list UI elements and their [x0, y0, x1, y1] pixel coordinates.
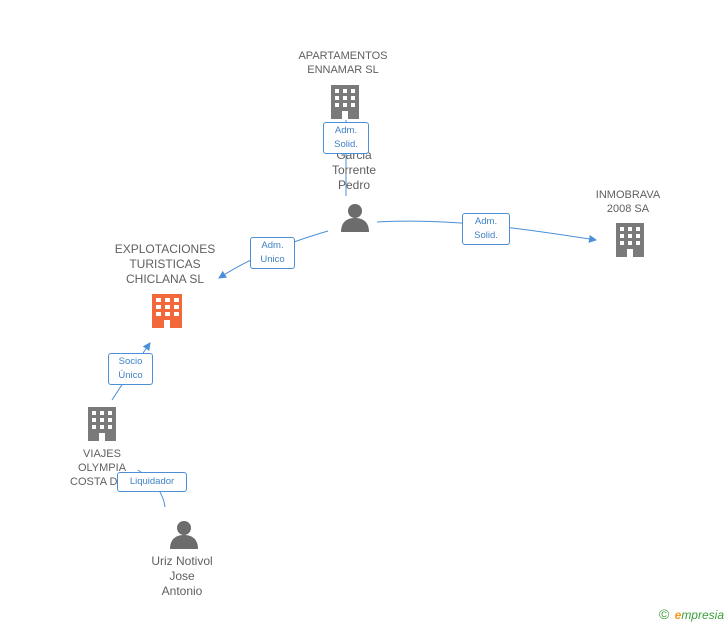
node-label-line: Torrente: [331, 163, 377, 177]
building-icon[interactable]: [331, 85, 359, 119]
node-label-inmobrava[interactable]: INMOBRAVA 2008 SA: [578, 188, 678, 216]
edge-tag-garcia-inmobrava[interactable]: Adm. Solid.: [462, 213, 510, 245]
node-label-line: ENNAMAR SL: [307, 64, 379, 76]
node-label-line: TURISTICAS: [129, 257, 201, 271]
node-label-apartamentos[interactable]: APARTAMENTOS ENNAMAR SL: [283, 49, 403, 77]
edge-tag-line: Único: [118, 370, 143, 381]
edge-tag-line: Adm.: [334, 125, 358, 136]
building-icon[interactable]: [616, 223, 644, 257]
node-label-uriz[interactable]: Uriz Notivol Jose Antonio: [132, 554, 232, 599]
brand-name: mpresia: [681, 608, 724, 622]
node-label-line: Jose: [169, 569, 195, 583]
edge-tag-uriz-viajes[interactable]: Liquidador: [117, 472, 187, 492]
copyright-symbol: ©: [658, 606, 670, 622]
node-label-garcia[interactable]: Garcia Torrente Pedro: [304, 148, 404, 193]
edge-tag-garcia-explotaciones[interactable]: Adm. Unico: [250, 237, 295, 269]
node-label-line: CHICLANA SL: [125, 272, 205, 286]
edge-tag-line: Solid.: [474, 230, 498, 241]
edge-tag-garcia-apartamentos[interactable]: Adm. Solid.: [323, 122, 369, 154]
edge-tag-line: Adm.: [474, 216, 498, 227]
node-label-line: EXPLOTACIONES: [114, 242, 216, 256]
edge-tag-line: Unico: [260, 254, 285, 265]
node-label-line: OLYMPIA: [77, 462, 127, 474]
building-icon[interactable]: [152, 294, 182, 328]
edge-tag-line: Adm.: [261, 240, 284, 251]
node-label-line: Uriz Notivol: [151, 554, 213, 568]
node-label-line: Pedro: [337, 178, 371, 192]
person-icon[interactable]: [170, 521, 198, 549]
person-icon[interactable]: [341, 204, 369, 232]
node-label-line: VIAJES: [83, 448, 121, 460]
node-label-line: Antonio: [161, 584, 203, 598]
edge-tag-line: Liquidador: [129, 476, 175, 487]
edge-tag-line: Socio: [118, 356, 143, 367]
edge-tag-viajes-explotaciones[interactable]: Socio Único: [108, 353, 153, 385]
node-label-line: INMOBRAVA: [595, 189, 661, 201]
empresia-brand[interactable]: © empresia: [659, 606, 724, 622]
building-icon[interactable]: [88, 407, 116, 441]
edge-tag-line: Solid.: [334, 139, 358, 150]
node-label-line: 2008 SA: [606, 203, 650, 215]
brand-logo-e: e: [674, 608, 682, 622]
node-label-explotaciones[interactable]: EXPLOTACIONES TURISTICAS CHICLANA SL: [100, 242, 230, 287]
node-label-line: APARTAMENTOS: [298, 50, 388, 62]
